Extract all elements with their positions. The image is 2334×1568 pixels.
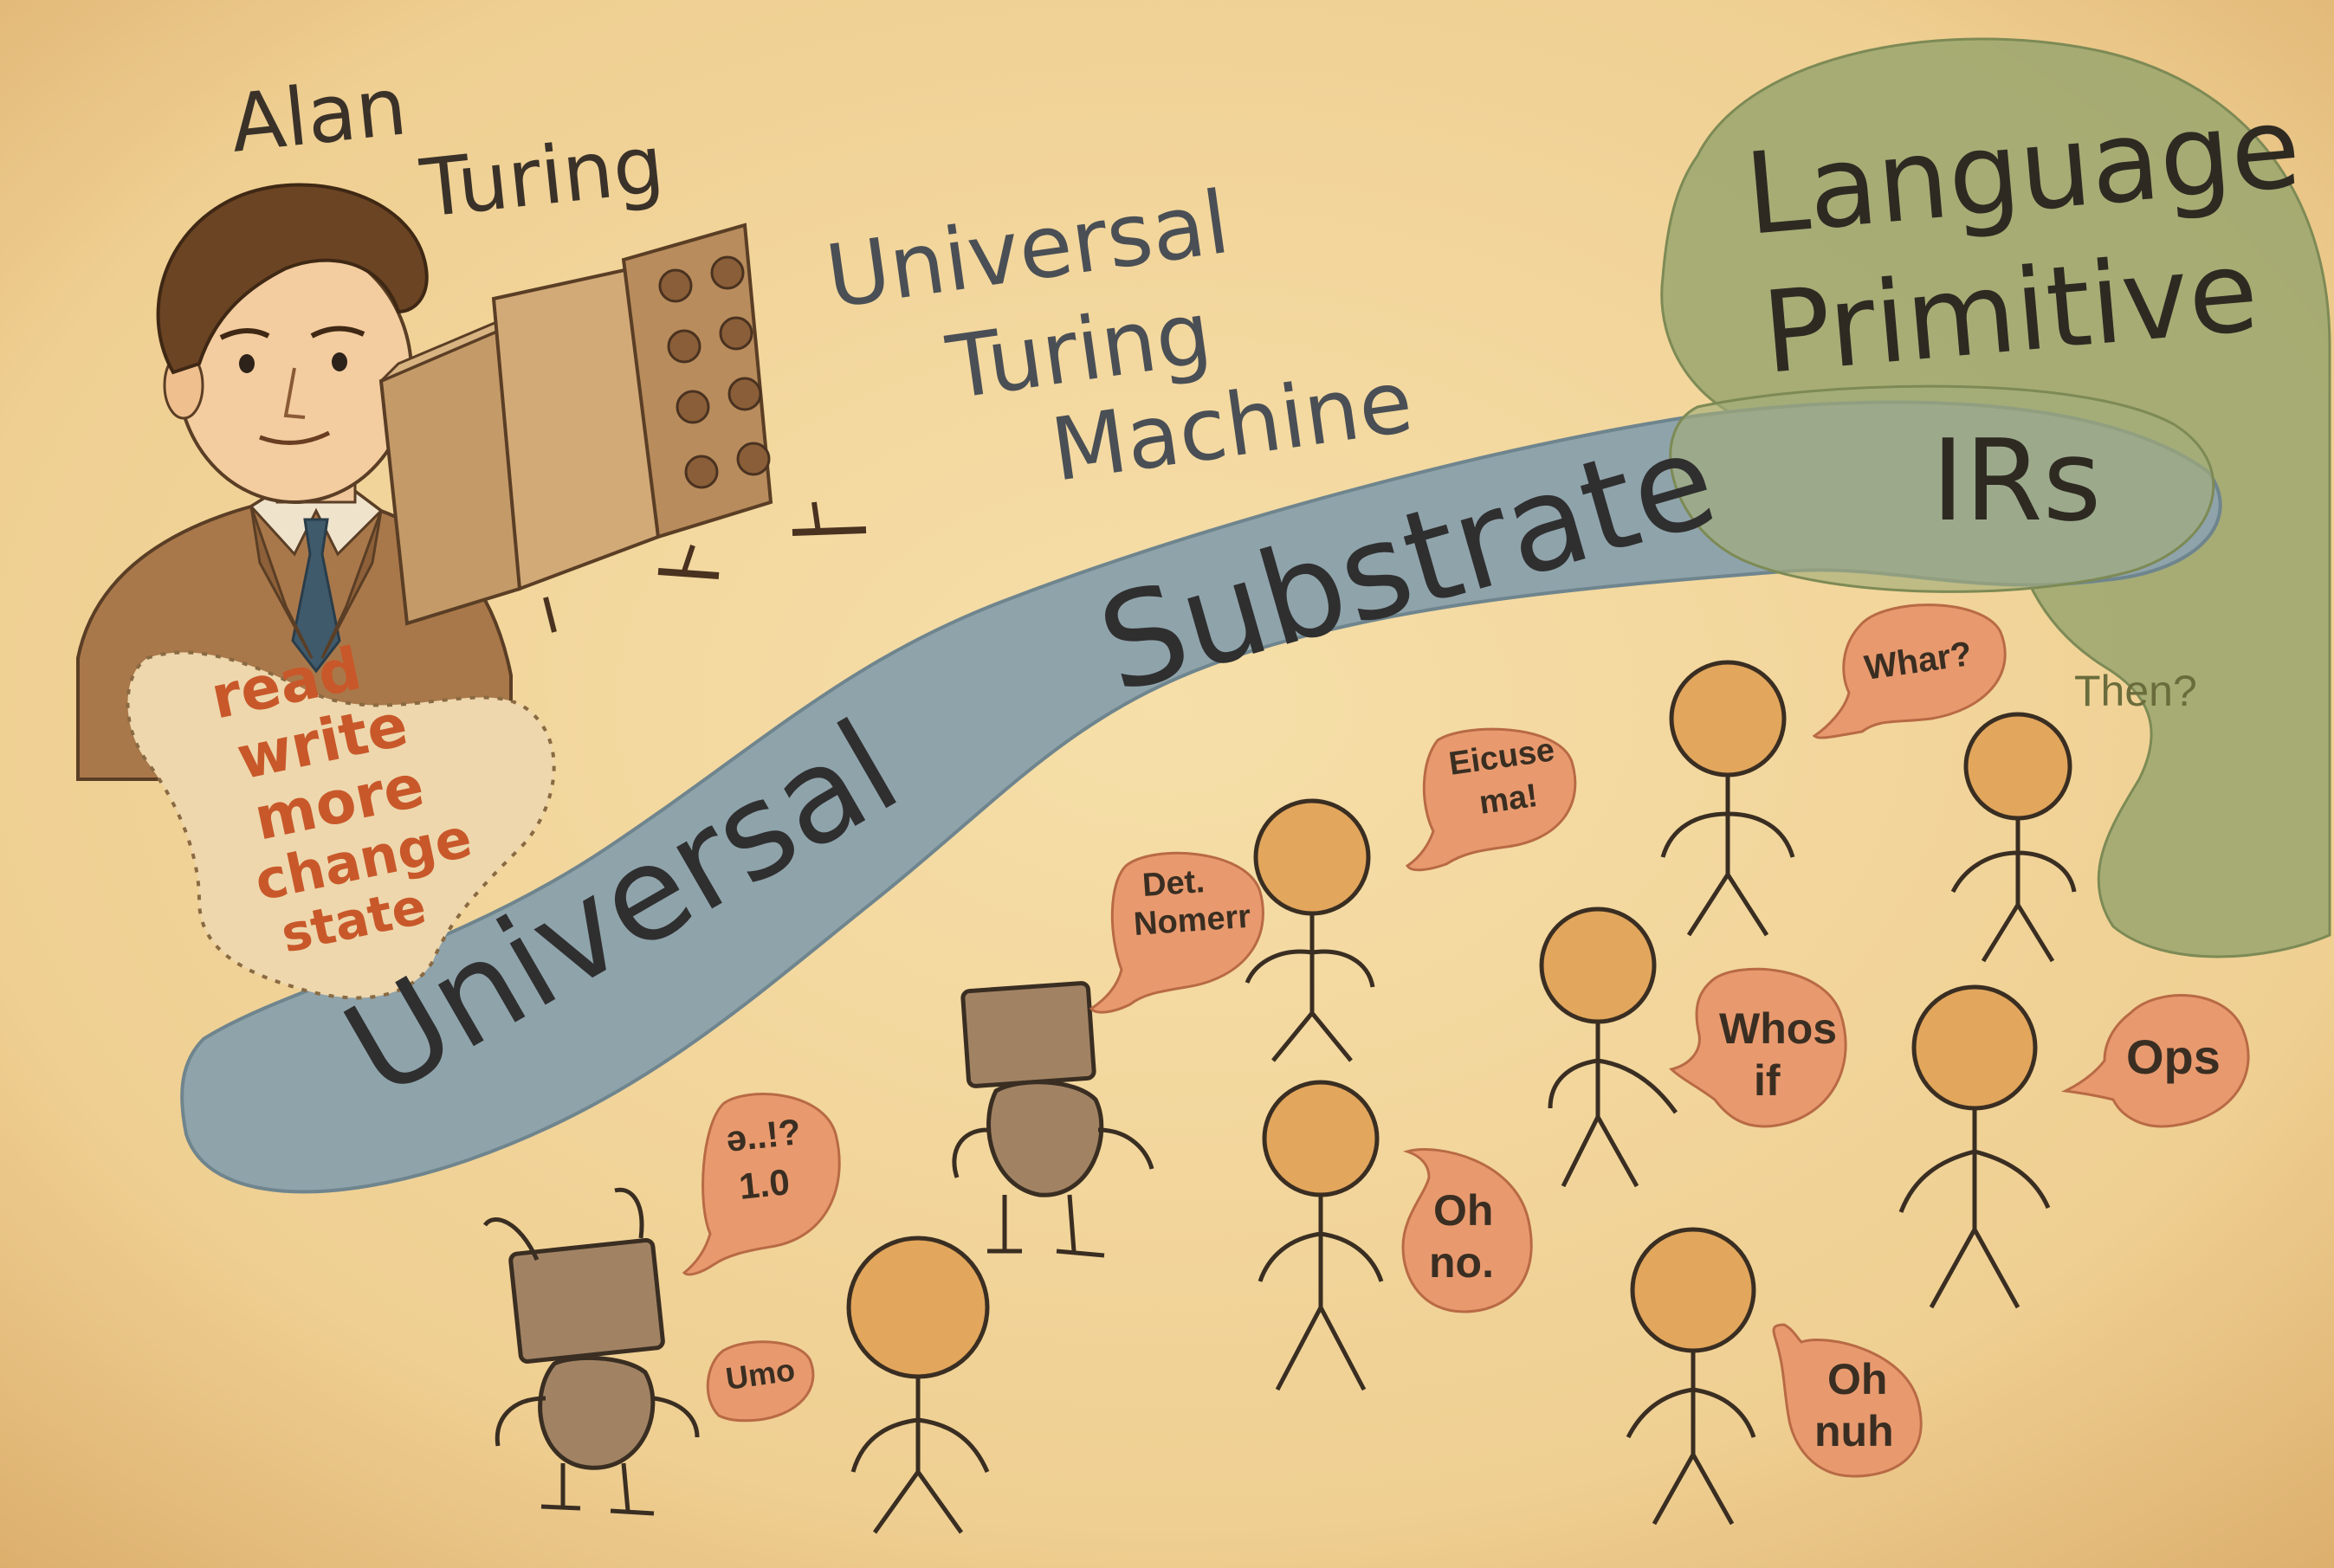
bubble-text-ops: Ops [2126,1029,2221,1084]
irs-text: IRs [1931,415,2101,546]
alan-text: Alan [226,60,411,171]
then-text: Then? [2074,667,2197,715]
bubble-text-whos-2: if [1754,1056,1781,1105]
bubble-text-oh-no-2: no. [1429,1238,1494,1287]
bubble-text-det-1: Det. [1141,863,1206,904]
bubble-text-oh-nuh-1: Oh [1827,1355,1887,1403]
bubble-text-whos-1: Whos [1719,1004,1837,1053]
bubble-text-robot-2: 1.0 [737,1161,792,1207]
bubble-text-oh-no-1: Oh [1433,1186,1493,1235]
bubble-text-oh-nuh-2: nuh [1814,1407,1894,1455]
bubble-text-robot-1: ə..!? [724,1111,803,1159]
